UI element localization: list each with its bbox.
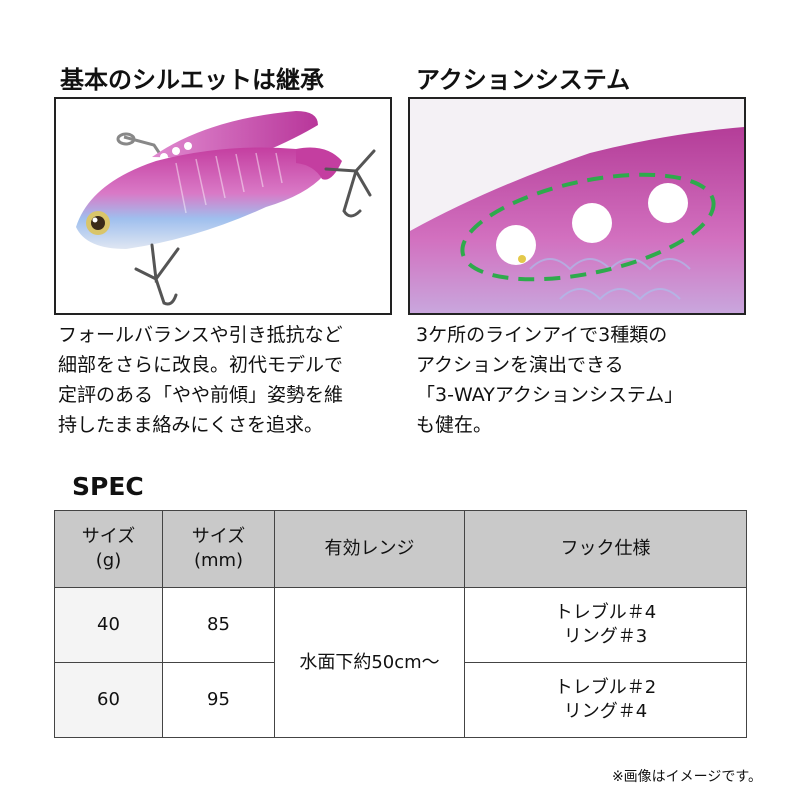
spec-title: SPEC [72,472,144,501]
cell-weight: 40 [54,587,163,663]
cell-length: 95 [162,662,275,738]
lure-photo-panel [54,97,392,315]
metal-vib-lure-image [76,111,376,306]
silhouette-heading: 基本のシルエットは継承 [60,66,324,94]
action-system-photo-panel [408,97,746,315]
cell-range: 水面下約50cm～ [274,587,465,738]
header-range: 有効レンジ [274,510,465,588]
cell-hook: トレブル＃2 リング＃4 [464,662,747,738]
image-disclaimer: ※画像はイメージです。 [611,769,762,785]
spec-header-row: サイズ (g) サイズ (mm) 有効レンジ フック仕様 [54,510,747,588]
header-length: サイズ (mm) [162,510,275,588]
cell-weight: 60 [54,662,163,738]
silhouette-description: フォールバランスや引き抵抗など 細部をさらに改良。初代モデルで 定評のある「やや… [58,324,344,436]
action-system-heading: アクションシステム [416,66,631,94]
header-weight: サイズ (g) [54,510,163,588]
cell-hook: トレブル＃4 リング＃3 [464,587,747,663]
spec-table: サイズ (g) サイズ (mm) 有効レンジ フック仕様 40 85 水面下約5… [54,510,747,738]
header-hook: フック仕様 [464,510,747,588]
table-row: 40 85 水面下約50cm～ トレブル＃4 リング＃3 [54,587,747,738]
action-system-description: 3ケ所のラインアイで3種類の アクションを演出できる 「3-WAYアクションシス… [416,324,684,436]
line-eye-closeup-image [410,127,744,313]
table-row: 60 95 トレブル＃2 リング＃4 [54,662,747,738]
cell-length: 85 [162,587,275,663]
